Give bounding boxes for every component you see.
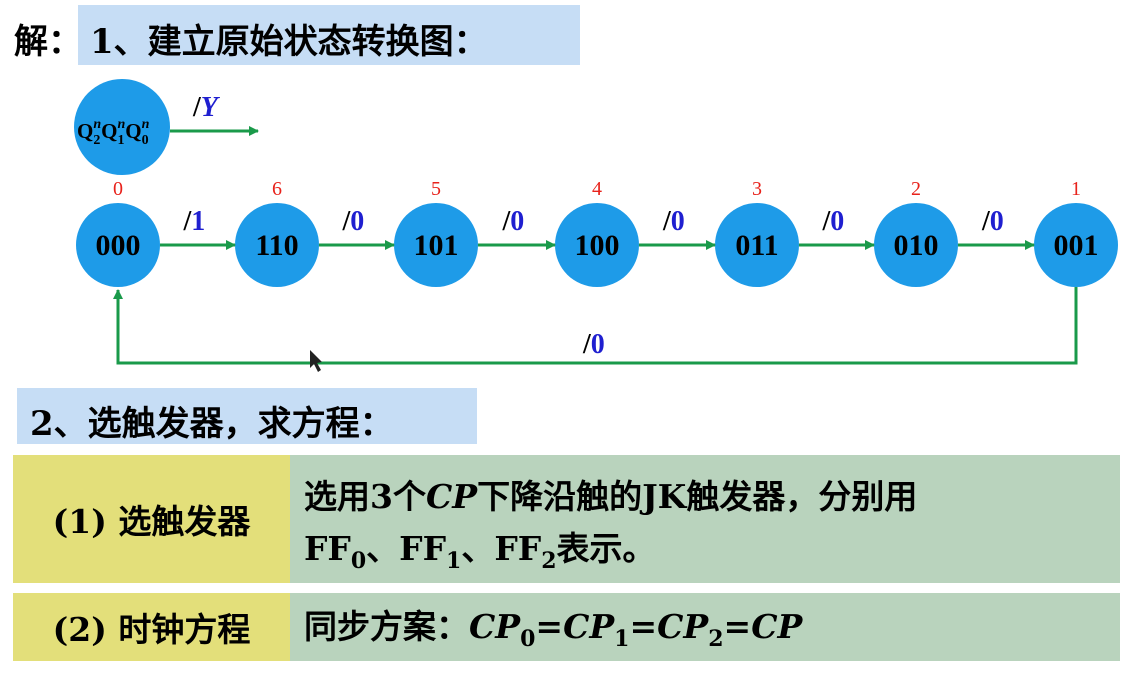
state-code: 011 (735, 229, 778, 262)
transition-label: /0 (981, 206, 1004, 237)
state-note: 6 (272, 178, 282, 200)
feedback-label: /0 (582, 329, 605, 360)
row1-label: (1) 选触发器 (13, 455, 290, 583)
row1-line2: FF0、FF1、FF2表示。 (304, 529, 656, 574)
state-code: 110 (255, 229, 298, 262)
answer-prefix: 解： (14, 22, 82, 62)
section2-header (17, 388, 477, 444)
state-circle (715, 203, 799, 287)
state-note: 2 (911, 178, 921, 200)
state-diagram: Q2nQ1nQ0n /Y 000011061015100401130102001… (74, 79, 1118, 372)
legend-output-label: /Y (192, 92, 221, 123)
mouse-cursor-icon (310, 350, 322, 372)
section1-header (78, 5, 580, 65)
transition-label: /0 (662, 206, 685, 237)
state-note: 3 (752, 178, 762, 200)
state-circle (235, 203, 319, 287)
state-node: 110 6 (235, 178, 319, 287)
transition-label: /1 (183, 206, 206, 237)
section1-title: 1、建立原始状态转换图： (90, 22, 488, 62)
state-note: 5 (431, 178, 441, 200)
state-circle (555, 203, 639, 287)
state-note: 1 (1071, 178, 1081, 200)
row1-line1: 选用3个CP下降沿触的JK触发器，分别用 (304, 477, 918, 516)
section2-title: 2、选触发器，求方程： (30, 404, 394, 444)
state-note: 0 (113, 178, 123, 200)
state-note: 4 (592, 178, 602, 200)
row2-content: 同步方案：CP0=CP1=CP2=CP (290, 593, 1120, 661)
feedback-arrow (113, 287, 1078, 365)
state-circle (874, 203, 958, 287)
legend: Q2nQ1nQ0n /Y (74, 79, 259, 175)
state-code: 101 (414, 229, 459, 262)
row1-content: 选用3个CP下降沿触的JK触发器，分别用 FF0、FF1、FF2表示。 (290, 455, 1120, 583)
state-node: 001 1 (1034, 178, 1118, 287)
transition-label: /0 (502, 206, 525, 237)
legend-state-circle (74, 79, 170, 175)
state-node: 010 2 (874, 178, 958, 287)
state-circle (76, 203, 160, 287)
row2-label: (2) 时钟方程 (13, 593, 290, 661)
state-node: 101 5 (394, 178, 478, 287)
transition-label: /0 (342, 206, 365, 237)
state-code: 100 (575, 229, 620, 262)
state-code: 000 (96, 229, 141, 262)
state-circle (1034, 203, 1118, 287)
state-code: 010 (894, 229, 939, 262)
state-circle (394, 203, 478, 287)
state-node: 011 3 (715, 178, 799, 287)
transition-label: /0 (822, 206, 845, 237)
legend-state-label: Q2nQ1nQ0n (77, 117, 150, 148)
state-node: 100 4 (555, 178, 639, 287)
state-code: 001 (1054, 229, 1099, 262)
